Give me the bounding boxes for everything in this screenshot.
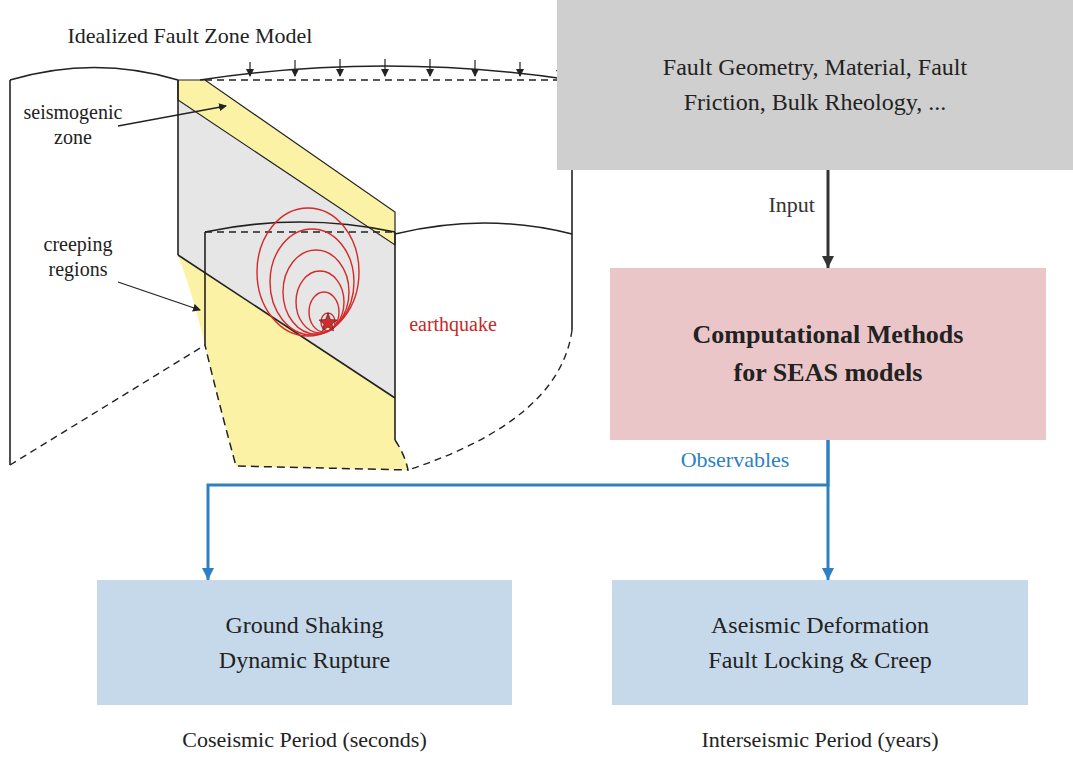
box-text: Computational Methods for SEAS models — [673, 316, 983, 391]
box-text: Fault Geometry, Material, Fault Friction… — [605, 50, 1025, 120]
diagram-title: Idealized Fault Zone Model — [40, 22, 340, 50]
box-text: Aseismic Deformation Fault Locking & Cre… — [690, 608, 950, 678]
illustration-label: earthquake — [398, 312, 508, 337]
illustration-label: creeping regions — [28, 232, 128, 282]
period-caption: Interseismic Period (years) — [572, 727, 1068, 753]
edge-label: Observables — [678, 446, 793, 474]
process-box: Aseismic Deformation Fault Locking & Cre… — [612, 580, 1028, 705]
connector — [827, 170, 830, 268]
arrow-head — [202, 568, 214, 580]
block-outline — [10, 66, 572, 465]
hypocenter-star — [319, 313, 337, 331]
load-arrows — [250, 59, 560, 77]
box-text: Ground Shaking Dynamic Rupture — [195, 608, 415, 678]
process-box: Computational Methods for SEAS models — [610, 268, 1046, 440]
period-caption: Coseismic Period (seconds) — [57, 727, 552, 753]
illustration-label: seismogenic zone — [18, 100, 128, 150]
arrow-head — [822, 568, 834, 580]
leader-line — [118, 106, 226, 310]
connector — [827, 440, 830, 580]
dashed-edge — [10, 80, 572, 470]
edge-label: Input — [766, 191, 818, 219]
yellow-band — [178, 80, 395, 245]
arrow-head — [822, 256, 834, 268]
process-box: Fault Geometry, Material, Fault Friction… — [557, 0, 1073, 170]
rupture-contours — [257, 208, 359, 336]
creeping-region — [178, 255, 408, 470]
process-box: Ground Shaking Dynamic RuptureCoseismic … — [97, 580, 512, 705]
connector — [208, 440, 828, 580]
dashed-edge — [205, 345, 408, 470]
